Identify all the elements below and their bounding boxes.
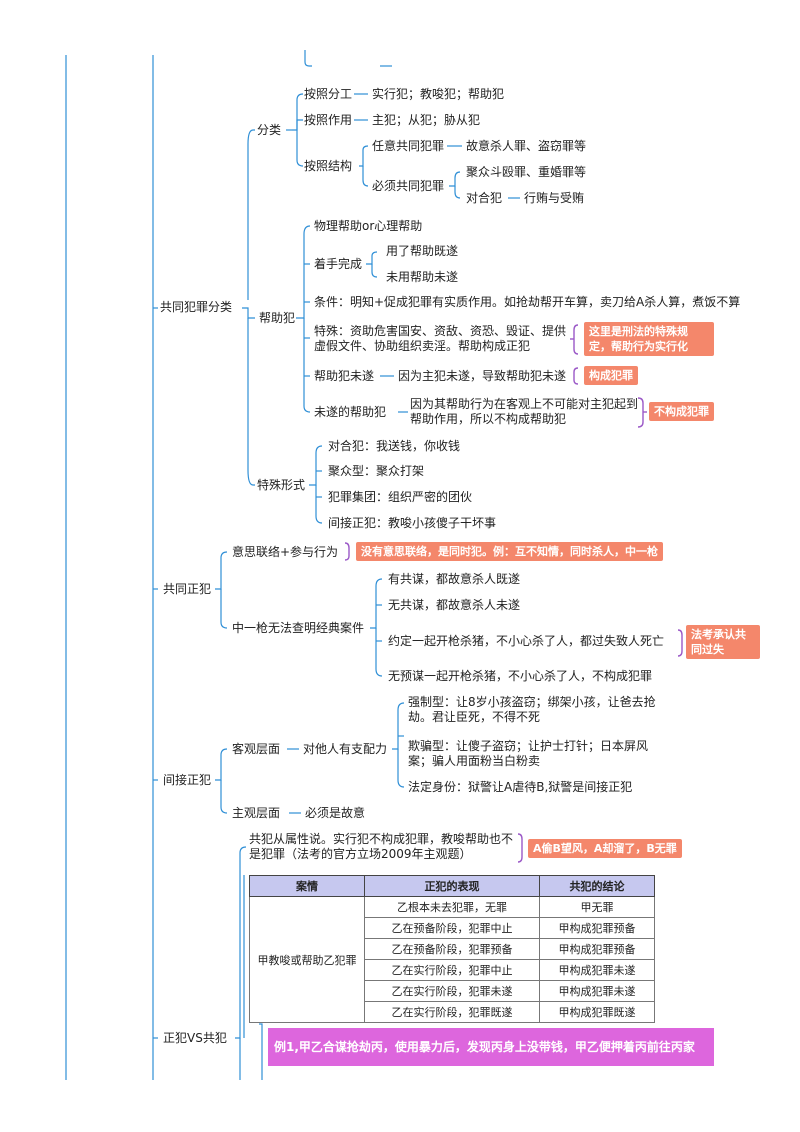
leaf-bz-weisui-reason[interactable]: 因为主犯未遂，导致帮助犯未遂 bbox=[398, 369, 567, 383]
cell-principal: 乙根本未去犯罪，无罪 bbox=[364, 896, 540, 918]
tag-weisui-bangzhu: 不构成犯罪 bbox=[649, 402, 714, 421]
node-keguan[interactable]: 客观层面 bbox=[232, 742, 281, 756]
node-bz-weisui[interactable]: 帮助犯未遂 bbox=[314, 369, 375, 383]
purple-example-box: 例1,甲乙合谋抢劫丙，使用暴力后，发现丙身上没带钱，甲乙便押着丙前往丙家 bbox=[268, 1028, 714, 1066]
cell-accomplice: 甲构成犯罪未遂 bbox=[539, 959, 655, 981]
table-row: 乙在实行阶段，犯罪既遂 甲构成犯罪既遂 bbox=[250, 1001, 655, 1023]
cell-principal: 乙在实行阶段，犯罪未遂 bbox=[364, 980, 540, 1002]
leaf-fengong[interactable]: 实行犯；教唆犯；帮助犯 bbox=[372, 87, 505, 101]
leaf-bixu-guyi[interactable]: 必须是故意 bbox=[305, 806, 366, 820]
node-zhipei[interactable]: 对他人有支配力 bbox=[303, 742, 388, 756]
table-header-row: 案情 正犯的表现 共犯的结论 bbox=[249, 875, 655, 897]
header-principal: 正犯的表现 bbox=[364, 875, 540, 897]
node-renyi-gongtong[interactable]: 任意共同犯罪 bbox=[372, 139, 445, 153]
cell-principal: 乙在预备阶段，犯罪中止 bbox=[364, 917, 540, 939]
node-teshu-xingshi[interactable]: 特殊形式 bbox=[257, 478, 306, 492]
tag-bz-weisui: 构成犯罪 bbox=[584, 366, 638, 385]
leaf-fading[interactable]: 法定身份：狱警让A虐待B,狱警是间接正犯 bbox=[408, 780, 633, 794]
cell-accomplice: 甲构成犯罪预备 bbox=[539, 938, 655, 960]
leaf-zuoyong[interactable]: 主犯；从犯；胁从犯 bbox=[372, 113, 481, 127]
leaf-weiyong[interactable]: 未用帮助未遂 bbox=[386, 270, 459, 284]
cell-principal: 乙在实行阶段，犯罪既遂 bbox=[364, 1001, 540, 1023]
leaf-zq4[interactable]: 无预谋一起开枪杀猪，不小心杀了人，不构成犯罪 bbox=[388, 669, 653, 683]
leaf-qiangzhi[interactable]: 强制型：让8岁小孩盗窃；绑架小孩，让爸去抢劫。君让臣死，不得不死 bbox=[408, 695, 656, 724]
node-gongfan-shuxing[interactable]: 共犯从属性说。实行犯不构成犯罪，教唆帮助也不是犯罪（法考的官方立场2009年主观… bbox=[249, 832, 514, 861]
node-anzhao-jiegou[interactable]: 按照结构 bbox=[304, 159, 353, 173]
cell-accomplice: 甲构成犯罪既遂 bbox=[539, 1001, 655, 1023]
node-fenlei[interactable]: 分类 bbox=[257, 123, 282, 137]
leaf-duihe[interactable]: 行贿与受贿 bbox=[524, 191, 585, 205]
node-tiaojian[interactable]: 条件：明知+促成犯罪有实质作用。如抢劫帮开车算，卖刀给A杀人算，煮饭不算 bbox=[314, 295, 741, 309]
leaf-juzhong[interactable]: 聚众斗殴罪、重婚罪等 bbox=[466, 165, 587, 179]
node-duihefan[interactable]: 对合犯 bbox=[466, 191, 503, 205]
node-bangzhufan[interactable]: 帮助犯 bbox=[259, 311, 296, 325]
comparison-table: 案情 正犯的表现 共犯的结论 甲教唆或帮助乙犯罪 乙根本未去犯罪，无罪 甲无罪 … bbox=[249, 875, 655, 1023]
node-zhuoshou[interactable]: 着手完成 bbox=[314, 257, 363, 271]
node-gongtong-fenlei[interactable]: 共同犯罪分类 bbox=[160, 300, 233, 314]
node-wuli-bangzhu[interactable]: 物理帮助or心理帮助 bbox=[314, 219, 423, 233]
leaf-weisui-bangzhu-reason[interactable]: 因为其帮助行为在客观上不可能对主犯起到帮助作用，所以不构成帮助犯 bbox=[410, 397, 639, 426]
cell-accomplice: 甲无罪 bbox=[539, 896, 655, 918]
node-teshu[interactable]: 特殊：资助危害国安、资敌、资恐、毁证、提供虚假文件、协助组织卖淫。帮助构成正犯 bbox=[314, 324, 567, 353]
node-anzhao-zuoyong[interactable]: 按照作用 bbox=[304, 113, 353, 127]
node-zhongyiqiang[interactable]: 中一枪无法查明经典案件 bbox=[232, 621, 365, 635]
leaf-tx1[interactable]: 对合犯：我送钱，你收钱 bbox=[328, 439, 461, 453]
leaf-zq1[interactable]: 有共谋，都故意杀人既遂 bbox=[388, 572, 521, 586]
leaf-zq2[interactable]: 无共谋，都故意杀人未遂 bbox=[388, 598, 521, 612]
node-yisi-lianluo[interactable]: 意思联络+参与行为 bbox=[232, 545, 339, 559]
leaf-zq3[interactable]: 约定一起开枪杀猪，不小心杀了人，都过失致人死亡 bbox=[388, 634, 665, 648]
node-zhuguan[interactable]: 主观层面 bbox=[232, 806, 281, 820]
header-accomplice: 共犯的结论 bbox=[539, 875, 655, 897]
node-anzhao-fengong[interactable]: 按照分工 bbox=[304, 87, 353, 101]
tag-zq3: 法考承认共同过失 bbox=[686, 625, 760, 659]
cell-case: 甲教唆或帮助乙犯罪 bbox=[249, 896, 365, 1023]
tag-teshu: 这里是刑法的特殊规定，帮助行为实行化 bbox=[584, 322, 714, 356]
tag-shuxing: A偷B望风，A却溜了，B无罪 bbox=[528, 839, 682, 858]
leaf-tx2[interactable]: 聚众型：聚众打架 bbox=[328, 464, 425, 478]
cell-principal: 乙在实行阶段，犯罪中止 bbox=[364, 959, 540, 981]
leaf-tx4[interactable]: 间接正犯：教唆小孩傻子干坏事 bbox=[328, 516, 497, 530]
node-jianjie-zhengfan[interactable]: 间接正犯 bbox=[163, 773, 212, 787]
tag-yisi: 没有意思联络，是同时犯。例：互不知情，同时杀人，中一枪 bbox=[356, 542, 663, 561]
table-row: 乙在实行阶段，犯罪中止 甲构成犯罪未遂 bbox=[250, 959, 655, 981]
cell-principal: 乙在预备阶段，犯罪预备 bbox=[364, 938, 540, 960]
table-row: 甲教唆或帮助乙犯罪 乙根本未去犯罪，无罪 甲无罪 bbox=[249, 896, 655, 1023]
leaf-tx3[interactable]: 犯罪集团：组织严密的团伙 bbox=[328, 490, 473, 504]
table-row: 乙在实行阶段，犯罪未遂 甲构成犯罪未遂 bbox=[250, 980, 655, 1002]
cell-accomplice: 甲构成犯罪未遂 bbox=[539, 980, 655, 1002]
node-bixu-gongtong[interactable]: 必须共同犯罪 bbox=[372, 179, 445, 193]
leaf-renyi[interactable]: 故意杀人罪、盗窃罪等 bbox=[466, 139, 587, 153]
node-zhengfan-vs[interactable]: 正犯VS共犯 bbox=[163, 1031, 227, 1045]
cell-accomplice: 甲构成犯罪预备 bbox=[539, 917, 655, 939]
node-weisui-bangzhu[interactable]: 未遂的帮助犯 bbox=[314, 405, 387, 419]
node-gongtong-zhengfan[interactable]: 共同正犯 bbox=[163, 582, 212, 596]
leaf-qipian[interactable]: 欺骗型：让傻子盗窃；让护士打针；日本屏风案；骗人用面粉当白粉卖 bbox=[408, 739, 649, 768]
leaf-yongle[interactable]: 用了帮助既遂 bbox=[386, 244, 459, 258]
table-row: 乙在预备阶段，犯罪中止 甲构成犯罪预备 bbox=[250, 917, 655, 939]
header-case: 案情 bbox=[249, 875, 365, 897]
